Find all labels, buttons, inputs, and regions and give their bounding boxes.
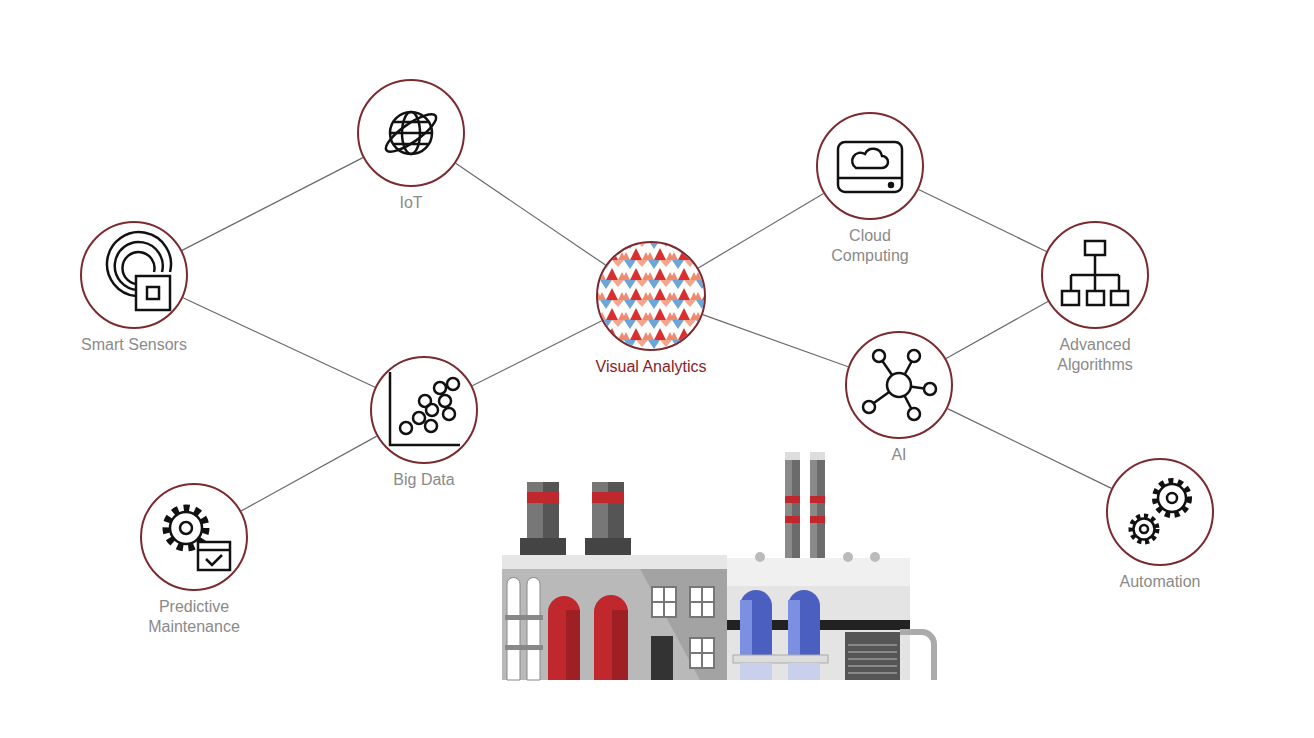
- iot-node: IoT: [357, 79, 465, 187]
- connector-line: [703, 315, 848, 367]
- node-label: AI: [849, 445, 949, 465]
- node-label: IoT: [351, 193, 471, 213]
- node-label: Automation: [1095, 572, 1225, 592]
- automation-node: Automation: [1106, 458, 1214, 566]
- node-label: Cloud Computing: [820, 226, 920, 266]
- connector-line: [946, 301, 1048, 358]
- algorithm-node: Advanced Algorithms: [1041, 221, 1149, 329]
- analytics-node: Visual Analytics: [596, 241, 706, 351]
- node-label: Smart Sensors: [64, 335, 204, 355]
- connector-line: [456, 163, 606, 265]
- cloud-node: Cloud Computing: [816, 112, 924, 220]
- sensor-node: Smart Sensors: [80, 221, 188, 329]
- connector-line: [183, 298, 375, 387]
- sensor-icon: [107, 232, 171, 310]
- scatter-icon: [390, 372, 460, 445]
- maintenance-node: Predictive Maintenance: [140, 483, 248, 591]
- bigdata-node: Big Data: [370, 356, 478, 464]
- connector-line: [241, 436, 376, 511]
- cloud-drive-icon: [838, 142, 902, 192]
- node-label: Visual Analytics: [566, 357, 736, 377]
- connector-line: [948, 409, 1112, 489]
- connector-line: [698, 194, 823, 268]
- connector-line: [472, 321, 602, 386]
- analytics-pattern: [598, 243, 704, 349]
- gears-icon: [1131, 481, 1189, 542]
- network-icon: [863, 350, 936, 420]
- maintenance-icon: [166, 508, 230, 570]
- factory-illustration: [502, 452, 934, 680]
- node-label: Advanced Algorithms: [1045, 335, 1145, 375]
- ai-node: AI: [845, 331, 953, 439]
- connector-line: [182, 158, 363, 251]
- hierarchy-icon: [1062, 241, 1128, 305]
- connector-line: [919, 190, 1047, 252]
- node-label: Predictive Maintenance: [138, 597, 250, 637]
- node-label: Big Data: [364, 470, 484, 490]
- globe-icon: [381, 108, 440, 157]
